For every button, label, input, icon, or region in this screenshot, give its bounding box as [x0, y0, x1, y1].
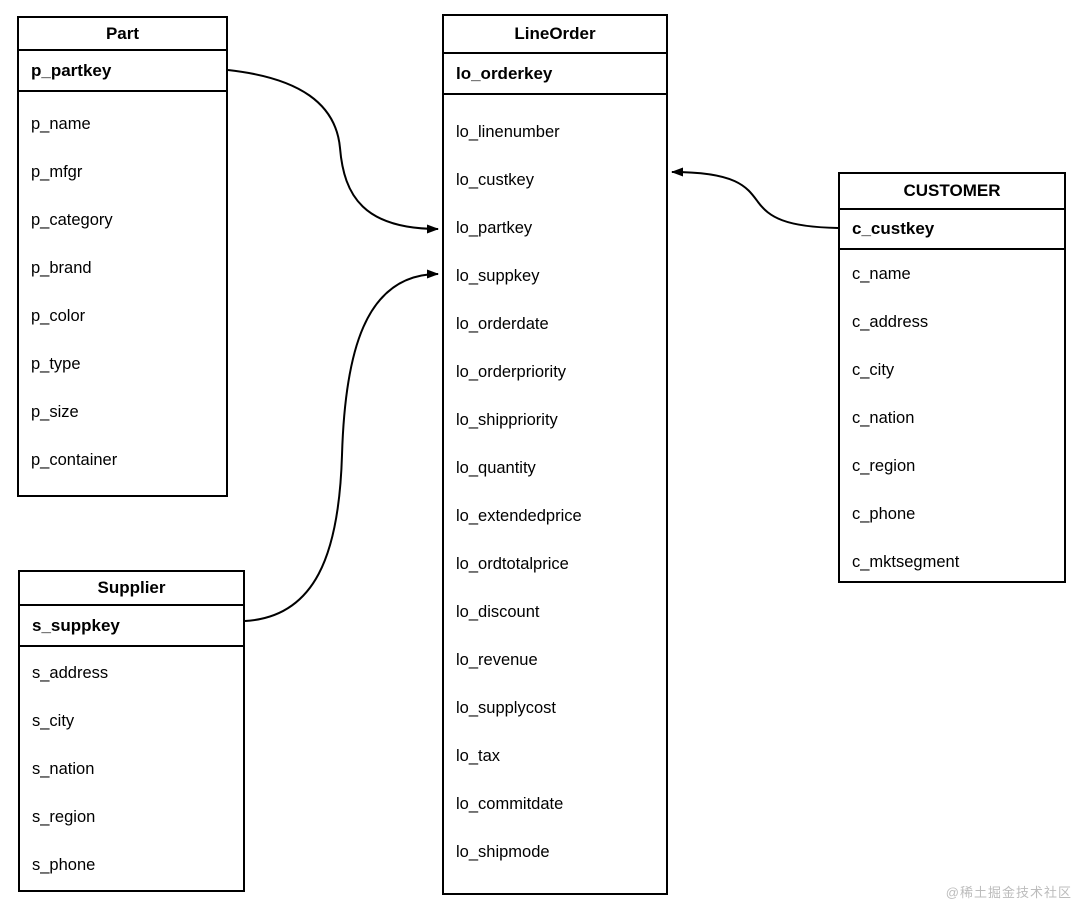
arrow-supplier-suppkey-to-lineorder-suppkey: [244, 269, 439, 622]
table-part: Part p_partkey p_name p_mfgr p_category …: [17, 16, 228, 497]
table-supplier-title: Supplier: [20, 572, 243, 606]
table-lineorder: LineOrder lo_orderkey lo_linenumber lo_c…: [442, 14, 668, 895]
field-s-address: s_address: [32, 663, 109, 682]
field-p-category: p_category: [31, 210, 113, 229]
field-lo-discount: lo_discount: [456, 602, 540, 621]
watermark: @稀土掘金技术社区: [945, 885, 1072, 900]
table-part-fields: p_name p_mfgr p_category p_brand p_color…: [19, 92, 226, 484]
field-lo-ordtotalprice: lo_ordtotalprice: [456, 554, 569, 573]
field-s-nation: s_nation: [32, 759, 95, 778]
field-p-color: p_color: [31, 306, 86, 325]
field-c-region: c_region: [852, 456, 916, 475]
table-part-title: Part: [19, 18, 226, 51]
field-lo-custkey: lo_custkey: [456, 170, 534, 189]
table-part-primary-key: p_partkey: [19, 51, 226, 92]
field-p-size: p_size: [31, 402, 79, 421]
field-p-type: p_type: [31, 354, 81, 373]
field-s-phone: s_phone: [32, 855, 96, 874]
field-lo-supplycost: lo_supplycost: [456, 698, 556, 717]
field-lo-partkey: lo_partkey: [456, 218, 533, 237]
field-lo-revenue: lo_revenue: [456, 650, 538, 669]
field-lo-shipmode: lo_shipmode: [456, 842, 550, 861]
table-customer: CUSTOMER c_custkey c_name c_address c_ci…: [838, 172, 1066, 583]
field-lo-suppkey: lo_suppkey: [456, 266, 540, 285]
field-c-address: c_address: [852, 312, 929, 331]
field-lo-tax: lo_tax: [456, 746, 501, 765]
table-customer-fields: c_name c_address c_city c_nation c_regio…: [840, 250, 1064, 586]
field-c-city: c_city: [852, 360, 895, 379]
field-lo-linenumber: lo_linenumber: [456, 122, 560, 141]
table-lineorder-fields: lo_linenumber lo_custkey lo_partkey lo_s…: [444, 95, 666, 876]
field-c-mktsegment: c_mktsegment: [852, 552, 960, 571]
arrow-customer-custkey-to-lineorder-custkey: [671, 167, 839, 229]
field-lo-quantity: lo_quantity: [456, 458, 536, 477]
field-lo-extendedprice: lo_extendedprice: [456, 506, 582, 525]
field-p-mfgr: p_mfgr: [31, 162, 83, 181]
field-lo-orderdate: lo_orderdate: [456, 314, 549, 333]
table-lineorder-primary-key: lo_orderkey: [444, 54, 666, 95]
field-p-brand: p_brand: [31, 258, 92, 277]
table-customer-title: CUSTOMER: [840, 174, 1064, 210]
field-c-name: c_name: [852, 264, 911, 283]
field-lo-shippriority: lo_shippriority: [456, 410, 558, 429]
field-c-nation: c_nation: [852, 408, 915, 427]
table-customer-primary-key: c_custkey: [840, 210, 1064, 250]
table-supplier-fields: s_address s_city s_nation s_region s_pho…: [20, 647, 243, 889]
table-supplier: Supplier s_suppkey s_address s_city s_na…: [18, 570, 245, 892]
field-s-region: s_region: [32, 807, 96, 826]
field-lo-commitdate: lo_commitdate: [456, 794, 564, 813]
table-supplier-primary-key: s_suppkey: [20, 606, 243, 647]
table-lineorder-title: LineOrder: [444, 16, 666, 54]
field-p-name: p_name: [31, 114, 91, 133]
field-lo-orderpriority: lo_orderpriority: [456, 362, 567, 381]
field-p-container: p_container: [31, 450, 118, 469]
field-s-city: s_city: [32, 711, 75, 730]
field-c-phone: c_phone: [852, 504, 916, 523]
arrow-part-partkey-to-lineorder-partkey: [227, 69, 439, 234]
